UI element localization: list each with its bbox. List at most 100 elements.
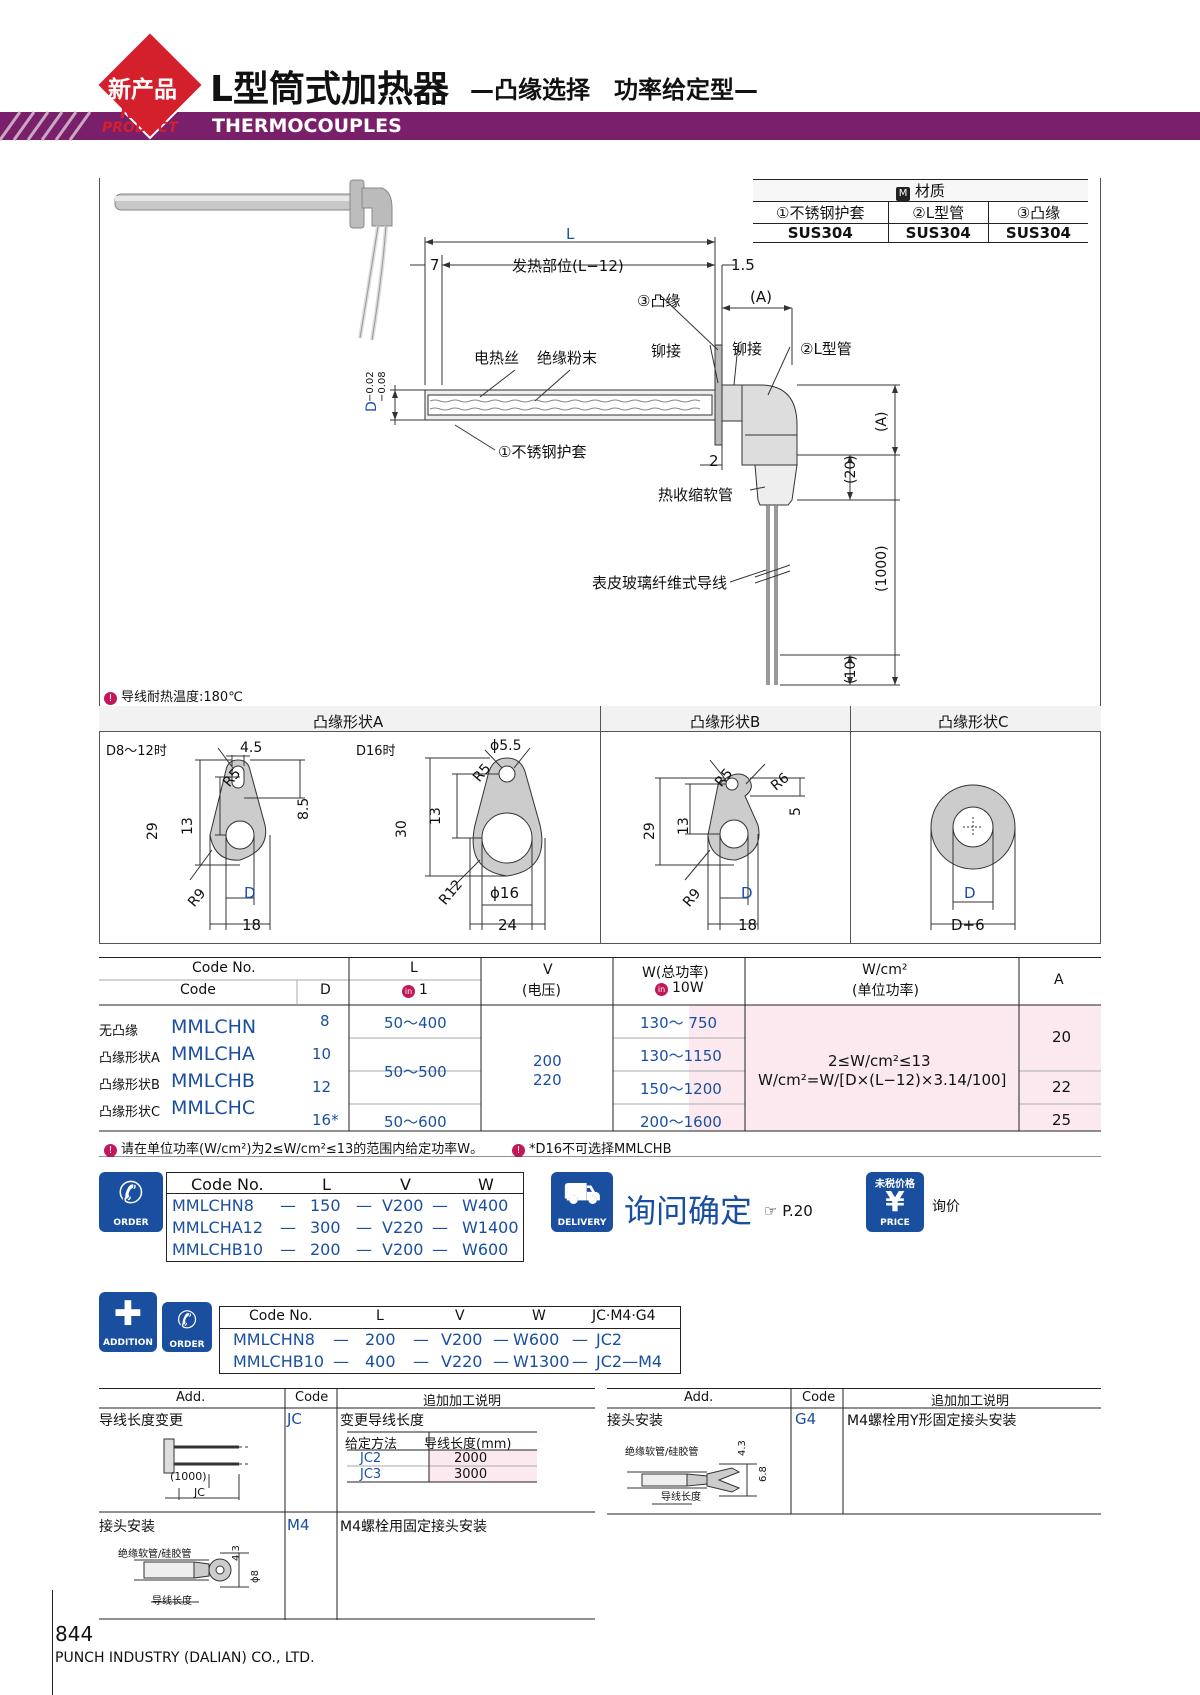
material-val-1: SUS304 <box>753 223 889 243</box>
spec-table-lines <box>99 957 1101 1157</box>
dim-d: D <box>364 401 380 412</box>
truck-icon: ⛟ <box>563 1176 601 1211</box>
add-right-h-desc: 追加加工说明 <box>931 1394 1010 1409</box>
badge-product: PRODUCT <box>102 120 178 136</box>
spec-h-d: D <box>320 982 331 998</box>
spec-row-1-d: 8 <box>320 1012 330 1030</box>
spec-wcm-range: 2≤W/cm²≤13 <box>828 1052 931 1070</box>
addition-h-options: JC·M4·G4 <box>592 1308 656 1324</box>
flange-c-drawing <box>930 784 1016 930</box>
label-shrink-tube: 热收缩软管 <box>658 486 734 504</box>
add-jc-row2-len: 3000 <box>454 1467 488 1482</box>
add-m4-fig-len: 导线长度 <box>152 1596 192 1607</box>
phone-icon: ✆ <box>176 1306 198 1334</box>
order-example-box <box>166 1172 524 1262</box>
flange-a1-h85: 8.5 <box>296 797 312 820</box>
dim-a-horizontal: (A) <box>750 288 772 306</box>
flange-b-h29: 29 <box>642 822 658 840</box>
price-text: 询价 <box>932 1199 960 1215</box>
spec-v-1: 200 <box>533 1052 562 1070</box>
order-row: MMLCHB10— 200— V200— W600 <box>172 1240 509 1259</box>
addition-order-icon: ✆ ORDER <box>162 1302 212 1352</box>
flange-a2-phi16: ϕ16 <box>490 884 519 902</box>
flange-a1-drawing <box>189 747 305 930</box>
add-jc-fig-jc: JC <box>194 1486 205 1499</box>
addition-row: MMLCHN8— 200— V200— W600— JC2 <box>233 1330 623 1349</box>
spec-a-2: 22 <box>1052 1078 1072 1096</box>
plus-icon: ✚ <box>113 1294 143 1334</box>
label-sheath: ①不锈钢护套 <box>498 443 587 461</box>
order-rows: MMLCHN8— 150— V200— W400 MMLCHA12— 300— … <box>166 1196 524 1262</box>
flange-a1-w: 4.5 <box>240 740 263 756</box>
flange-a1-h29: 29 <box>145 822 161 840</box>
label-lead-wire: 表皮玻璃纤维式导线 <box>592 574 728 592</box>
flange-a2-h30: 30 <box>394 820 410 838</box>
spec-a-1: 20 <box>1052 1028 1072 1046</box>
flange-b-drawing <box>655 759 805 930</box>
flange-b-h13: 13 <box>676 817 692 835</box>
addition-h-l: L <box>376 1308 384 1324</box>
spec-h-codeno: Code No. <box>192 960 256 976</box>
material-table: M 材质 ①不锈钢护套 ②L型管 ③凸缘 SUS304 SUS304 SUS30… <box>753 179 1088 243</box>
note-wire-temp: !导线耐热温度:180℃ <box>104 686 243 705</box>
add-jc-table-h1: 给定方法 <box>345 1437 398 1452</box>
spec-h-w: W(总功率) <box>642 965 709 981</box>
add-jc-code: JC <box>287 1410 302 1428</box>
spec-row-1-type: 无凸缘 <box>99 1024 139 1039</box>
flange-c-d: D <box>964 884 976 902</box>
spec-h-wcm-sub: (单位功率) <box>852 983 919 999</box>
spec-row-4-code: MMLCHC <box>171 1097 256 1119</box>
label-l-tube: ②L型管 <box>800 340 852 358</box>
delivery-text: 询问确定 <box>624 1192 753 1230</box>
flange-a-title: 凸缘形状A <box>313 713 384 731</box>
add-jc-row2-code: JC3 <box>360 1467 382 1482</box>
add-g4-fig-43: 4.3 <box>737 1440 748 1456</box>
flange-a2-condition: D16时 <box>356 744 396 759</box>
spec-h-wcm: W/cm² <box>862 962 908 978</box>
add-g4-fig-len: 导线长度 <box>661 1492 701 1503</box>
add-m4-fig-tube: 绝缘软管/硅胶管 <box>118 1549 192 1560</box>
phone-icon: ✆ <box>118 1176 144 1211</box>
spec-w-2: 130〜1150 <box>640 1047 722 1065</box>
add-g4-code: G4 <box>795 1410 817 1428</box>
page-title: L型筒式加热器 <box>210 69 449 110</box>
order-h-w: W <box>478 1175 494 1194</box>
flange-b-title: 凸缘形状B <box>690 713 761 731</box>
increment-icon: in <box>655 983 668 996</box>
dim-20: (20) <box>843 455 859 484</box>
badge-new: NEW <box>120 102 168 123</box>
material-col-2: ②L型管 <box>887 201 989 224</box>
add-m4-fig-43: 4.3 <box>231 1545 242 1561</box>
flange-c-title: 凸缘形状C <box>938 713 1009 731</box>
flange-a1-w18: 18 <box>242 916 262 934</box>
category-label: THERMOCOUPLES <box>212 115 402 137</box>
spec-h-code: Code <box>180 982 216 998</box>
label-flange: ③凸缘 <box>637 292 681 310</box>
addition-rows: MMLCHN8— 200— V200— W600— JC2 MMLCHB10— … <box>219 1330 681 1374</box>
add-right-h-add: Add. <box>684 1390 714 1405</box>
drawing-box <box>99 178 1101 706</box>
spec-w-4: 200〜1600 <box>640 1113 722 1131</box>
caution-icon: ! <box>104 692 117 705</box>
page-number: 844 <box>55 1622 94 1646</box>
flange-b-d: D <box>741 884 753 902</box>
addition-icon: ✚ ADDITION <box>99 1292 157 1352</box>
dim-2: 2 <box>709 452 719 470</box>
page-subtitle: —凸缘选择 功率给定型— <box>470 76 758 104</box>
add-left-h-desc: 追加加工说明 <box>423 1394 502 1409</box>
add-m4-desc: M4螺栓用固定接头安装 <box>340 1519 487 1535</box>
flange-a2-drawing <box>425 747 546 930</box>
header-bar <box>0 111 1200 141</box>
flange-b-w18: 18 <box>738 916 758 934</box>
spec-wcm-formula: W/cm²=W/[D×(L−12)×3.14/100] <box>758 1071 1007 1089</box>
company-name: PUNCH INDUSTRY (DALIAN) CO., LTD. <box>55 1650 315 1666</box>
heater-drawing <box>390 237 900 686</box>
order-h-codeno: Code No. <box>191 1175 264 1194</box>
spec-note-1: !请在单位功率(W/cm²)为2≤W/cm²≤13的范围内给定功率W。 <box>104 1138 483 1157</box>
dim-1000: (1000) <box>874 545 890 592</box>
spec-row-3-type: 凸缘形状B <box>99 1078 160 1093</box>
addition-h-w: W <box>532 1308 546 1324</box>
spec-l-2: 50〜500 <box>384 1063 447 1081</box>
